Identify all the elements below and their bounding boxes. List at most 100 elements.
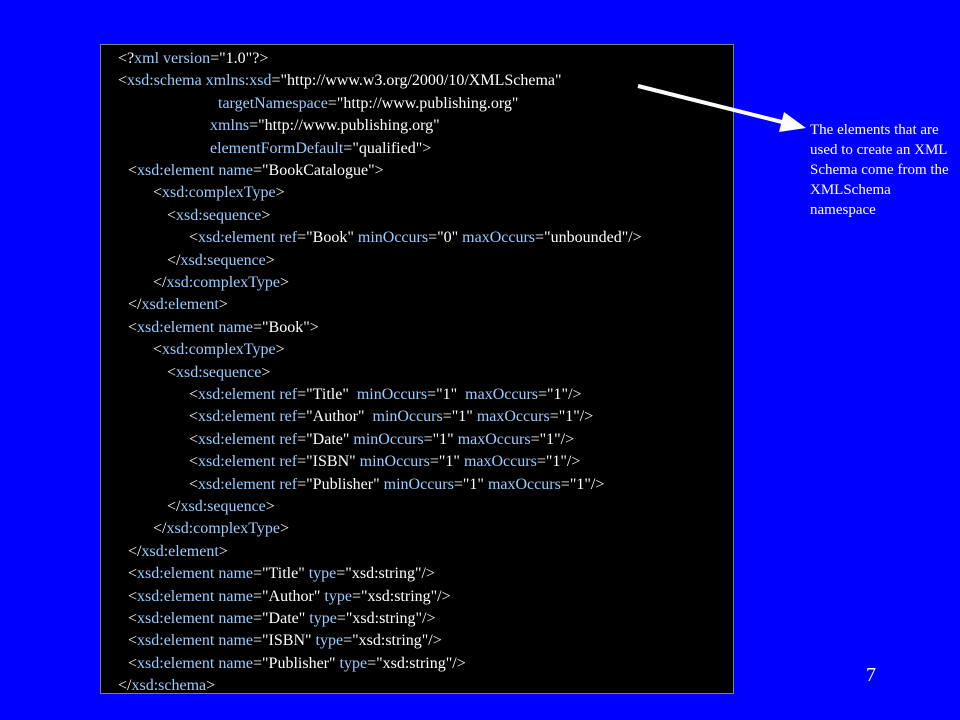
code-text: ="qualified"> <box>343 139 432 157</box>
code-keyword: maxOccurs <box>463 453 537 471</box>
code-text: < <box>128 610 138 627</box>
code-line: </xsd:schema> <box>118 676 215 696</box>
code-text: </ <box>153 274 167 291</box>
code-keyword: type <box>339 654 368 672</box>
code-text: ="ISBN" <box>297 453 360 471</box>
code-line: </xsd:complexType> <box>153 519 289 539</box>
code-text: > <box>265 251 275 269</box>
code-text: ="1.0"?> <box>210 50 269 67</box>
code-text: ="Date" <box>253 610 310 627</box>
code-text: ="xsd:string"/> <box>336 610 436 627</box>
code-keyword: xsd:element name <box>137 318 253 336</box>
code-text: ="1"/> <box>549 408 594 426</box>
code-line: </xsd:element> <box>128 542 228 562</box>
code-keyword: xsd:complexType <box>162 341 276 359</box>
code-line: <xsd:element ref="Author" minOccurs="1" … <box>189 407 593 427</box>
code-text: < <box>167 363 177 381</box>
code-keyword: minOccurs <box>372 408 443 426</box>
code-line: <xsd:element ref="ISBN" minOccurs="1" ma… <box>189 452 580 472</box>
code-text: ="0" <box>428 229 463 247</box>
code-keyword: xmlns <box>210 117 250 135</box>
code-keyword: xsd:sequence <box>176 363 262 381</box>
code-text: </ <box>167 251 181 269</box>
code-text: ="Title" <box>253 565 309 583</box>
code-keyword: maxOccurs <box>457 430 531 448</box>
code-line: <xsd:sequence> <box>167 206 270 226</box>
code-line: <xsd:element ref="Publisher" minOccurs="… <box>189 475 604 495</box>
code-line: targetNamespace="http://www.publishing.o… <box>218 94 518 114</box>
code-keyword: xsd:element ref <box>198 408 298 426</box>
code-line: <xsd:element name="Book"> <box>128 318 319 338</box>
code-line: <xsd:element ref="Book" minOccurs="0" ma… <box>189 228 642 248</box>
code-keyword: type <box>324 587 352 605</box>
code-text: > <box>206 677 216 695</box>
code-text: ="Book" <box>297 229 358 247</box>
code-keyword: xsd:complexType <box>166 274 280 291</box>
code-text: < <box>128 632 138 650</box>
code-text: </ <box>167 498 181 515</box>
code-keyword: xsd:element name <box>137 565 253 583</box>
code-text: ="ISBN" <box>253 632 316 650</box>
arrow-line <box>637 84 791 126</box>
code-keyword: xsd:complexType <box>166 520 280 538</box>
code-keyword: xsd:element <box>141 296 219 314</box>
code-text: < <box>189 386 199 403</box>
code-panel: <?xml version="1.0"?><xsd:schema xmlns:x… <box>100 44 734 694</box>
code-keyword: targetNamespace <box>218 94 328 112</box>
code-text: </ <box>128 296 142 314</box>
code-text: ="1" <box>427 386 466 403</box>
code-text: > <box>275 184 285 202</box>
code-line: <xsd:complexType> <box>153 183 285 203</box>
code-text: < <box>189 475 199 493</box>
code-keyword: xsd:element ref <box>198 386 298 403</box>
code-keyword: minOccurs <box>359 453 430 471</box>
code-text: < <box>128 587 138 605</box>
code-text: ="1" <box>429 453 464 471</box>
code-keyword: xsd:element ref <box>198 475 298 493</box>
code-keyword: type <box>309 610 337 627</box>
code-text: < <box>167 206 177 224</box>
code-keyword: minOccurs <box>353 430 424 448</box>
code-keyword: maxOccurs <box>462 229 536 247</box>
code-text: <? <box>118 50 135 67</box>
code-keyword: maxOccurs <box>476 408 550 426</box>
code-text: > <box>265 498 275 515</box>
code-text: < <box>128 318 138 336</box>
code-text: > <box>280 274 290 291</box>
code-text: < <box>118 72 128 90</box>
code-keyword: xsd:sequence <box>180 498 266 515</box>
code-text: > <box>280 520 290 538</box>
code-keyword: xsd:complexType <box>162 184 276 202</box>
code-text: < <box>128 654 138 672</box>
code-keyword: xsd:schema xmlns:xsd <box>127 72 272 90</box>
code-keyword: xsd:element name <box>137 632 253 650</box>
code-line: <xsd:schema xmlns:xsd="http://www.w3.org… <box>118 71 562 91</box>
code-keyword: xsd:sequence <box>176 206 262 224</box>
code-line: <xsd:element name="Title" type="xsd:stri… <box>128 564 435 584</box>
code-line: elementFormDefault="qualified"> <box>210 139 431 159</box>
code-keyword: xsd:element <box>141 542 219 560</box>
code-text: ="1"/> <box>536 453 581 471</box>
code-line: <xsd:element name="ISBN" type="xsd:strin… <box>128 631 442 651</box>
code-text: ="1" <box>442 408 477 426</box>
code-line: </xsd:complexType> <box>153 273 289 293</box>
code-line: <xsd:element ref="Date" minOccurs="1" ma… <box>189 430 574 450</box>
code-text: ="1" <box>423 430 458 448</box>
code-keyword: xsd:element name <box>137 610 253 627</box>
code-line: <xsd:element name="BookCatalogue"> <box>128 161 384 181</box>
code-line: <xsd:element name="Author" type="xsd:str… <box>128 587 451 607</box>
code-keyword: xsd:element ref <box>198 430 298 448</box>
code-keyword: minOccurs <box>357 229 429 247</box>
code-line: </xsd:sequence> <box>167 497 275 517</box>
code-text: > <box>261 363 271 381</box>
code-text: ="1"/> <box>530 430 575 448</box>
code-line: xmlns="http://www.publishing.org" <box>210 116 440 136</box>
code-line: </xsd:element> <box>128 295 228 315</box>
code-text: ="Book"> <box>253 318 319 336</box>
code-text: ="xsd:string"/> <box>351 587 451 605</box>
code-text: ="1"/> <box>538 386 582 403</box>
code-text: ="BookCatalogue"> <box>253 162 384 179</box>
code-text: ="Publisher" <box>297 475 384 493</box>
code-keyword: xsd:element ref <box>198 453 298 471</box>
